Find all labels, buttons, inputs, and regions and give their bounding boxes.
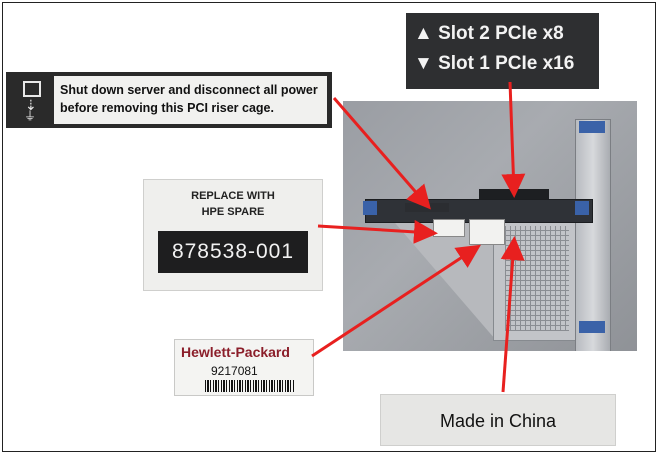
warning-line-1: Shut down server and disconnect all powe… (60, 83, 318, 97)
mini-warning-sticker (405, 203, 449, 212)
hp-label: Hewlett-Packard 9217081 (174, 339, 314, 396)
barcode-icon (205, 380, 295, 392)
riser-cage-photo (343, 101, 637, 351)
spare-label: REPLACE WITH HPE SPARE 878538-001 (143, 179, 323, 291)
mini-spare-sticker (433, 219, 465, 237)
riser-latch-right (575, 201, 589, 215)
power-disconnect-icon: ⇣ ⏚ (14, 78, 48, 122)
warning-line-2: before removing this PCI riser cage. (60, 101, 274, 115)
hp-brand: Hewlett-Packard (181, 344, 290, 360)
hp-number: 9217081 (211, 364, 258, 378)
origin-label: Made in China (380, 394, 616, 446)
cage-bracket (575, 119, 611, 351)
bracket-tab-top (579, 121, 605, 133)
cage-vent-mesh (505, 226, 569, 331)
slot-label: ▲ Slot 2 PCIe x8 ▼ Slot 1 PCIe x16 (406, 13, 599, 89)
bracket-tab-bottom (579, 321, 605, 333)
warning-text-panel: Shut down server and disconnect all powe… (54, 76, 327, 124)
spare-line-2: HPE SPARE (201, 206, 265, 218)
warning-label: ⇣ ⏚ Shut down server and disconnect all … (6, 72, 332, 128)
riser-latch-left (363, 201, 377, 215)
mini-origin-sticker (469, 219, 505, 245)
slot-2-line: ▲ Slot 2 PCIe x8 (414, 23, 564, 44)
spare-line-1: REPLACE WITH (191, 190, 275, 202)
spare-part-number: 878538-001 (158, 231, 308, 273)
slot-1-line: ▼ Slot 1 PCIe x16 (414, 53, 575, 74)
